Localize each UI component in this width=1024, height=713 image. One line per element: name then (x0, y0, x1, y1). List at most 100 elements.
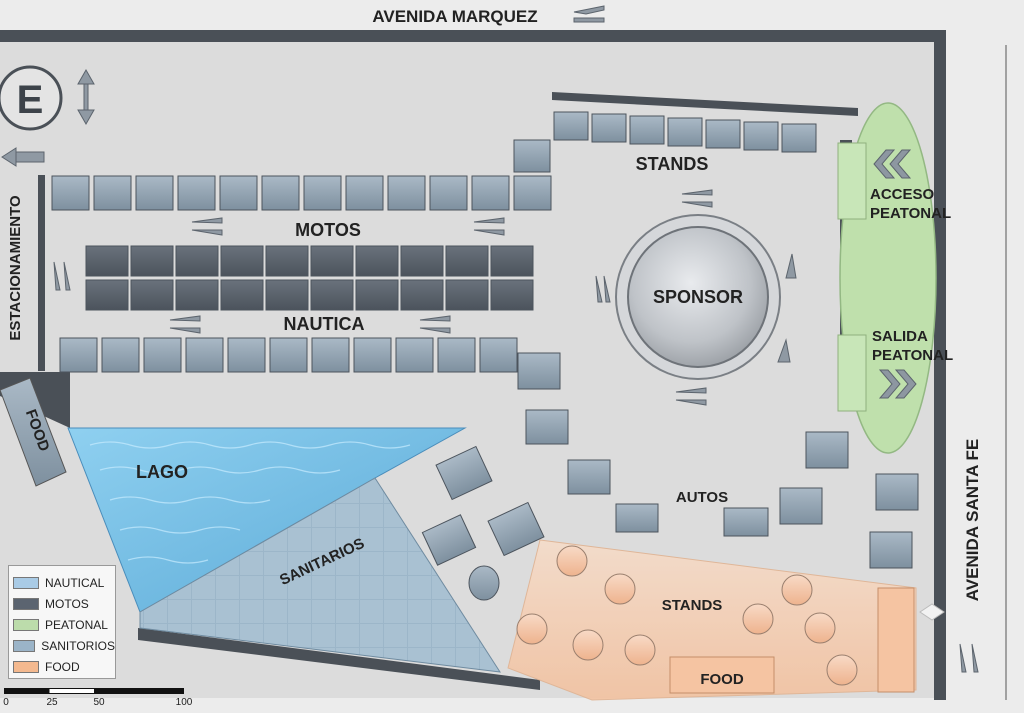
stands-upper-row (51, 175, 552, 211)
vertical-arrow-icon (53, 261, 71, 291)
stand-box (177, 175, 216, 211)
stand-box (553, 111, 589, 141)
scale-bar: 0 25 50 100 (3, 688, 192, 710)
parking-label: ESTACIONAMIENTO (7, 195, 24, 341)
flow-arrows (1, 5, 979, 673)
stand-box (311, 337, 350, 373)
food-table (556, 545, 588, 577)
acceso-label-line2: PEATONAL (870, 205, 951, 222)
scale-label-50: 50 (93, 697, 105, 708)
legend-swatch (13, 597, 39, 610)
vertical-arrow-icon (77, 68, 95, 126)
food-table (624, 634, 656, 666)
stand-box (479, 337, 518, 373)
food-table (804, 612, 836, 644)
food-table (742, 603, 774, 635)
stands-nautica-row (59, 337, 561, 390)
food-table (826, 654, 858, 686)
stand-box (517, 352, 561, 390)
stand-box (310, 279, 354, 311)
lake-label: LAGO (136, 462, 188, 482)
round-stand (468, 565, 500, 601)
food-table (604, 573, 636, 605)
legend-label: FOOD (45, 659, 80, 674)
scale-label-100: 100 (175, 697, 193, 708)
nautica-arrow-icon (169, 315, 201, 334)
food-kiosk-left (0, 377, 67, 487)
map-legend: NAUTICAL MOTOS PEATONAL SANITORIOS FOOD (8, 565, 116, 679)
stand-box (185, 337, 224, 373)
stand-box (51, 175, 90, 211)
stand-box (345, 175, 384, 211)
legend-label: MOTOS (45, 596, 89, 611)
stand-box (421, 514, 477, 566)
scale-label-0: 0 (3, 697, 9, 708)
stand-box (490, 279, 534, 311)
stand-box (667, 117, 703, 147)
legend-label: PEATONAL (45, 617, 108, 632)
lake-ripples (89, 441, 411, 564)
stand-box (220, 279, 264, 311)
scale-bar-graphic (4, 688, 184, 694)
stand-box (85, 279, 129, 311)
nautica-arrow-icon (419, 315, 451, 334)
traffic-arrow-icon (573, 5, 605, 23)
stand-box (130, 279, 174, 311)
stand-box (471, 175, 510, 211)
parking-sign: E (0, 65, 63, 131)
stand-box (93, 175, 132, 211)
stand-box (723, 507, 769, 537)
food-table (572, 629, 604, 661)
stand-box (705, 119, 741, 149)
entry-chevron-icon (873, 149, 912, 179)
legend-item-motos: MOTOS (9, 593, 115, 614)
stand-box (130, 245, 174, 277)
stands-top-label: STANDS (636, 154, 709, 174)
stand-box (355, 245, 399, 277)
stand-box (435, 445, 493, 501)
legend-item-sanitorios: SANITORIOS (9, 635, 115, 656)
stand-box (400, 245, 444, 277)
autos-label: AUTOS (676, 489, 728, 506)
stand-box (387, 175, 426, 211)
moto-arrow-icon (191, 217, 223, 236)
street-arrow-icon (919, 603, 945, 621)
legend-item-peatonal: PEATONAL (9, 614, 115, 635)
acceso-label-line1: ACCESO (870, 186, 935, 203)
stand-box (513, 175, 552, 211)
stand-box (395, 337, 434, 373)
exit-chevron-icon (878, 369, 917, 399)
street-label-east: AVENIDA SANTA FE (963, 439, 982, 601)
salida-label-line2: PEATONAL (872, 347, 953, 364)
stand-box (269, 337, 308, 373)
legend-swatch (13, 618, 39, 631)
stand-box (175, 279, 219, 311)
street-arrow-icon (959, 643, 979, 673)
stand-box (437, 337, 476, 373)
stand-box (143, 337, 182, 373)
stand-box (875, 473, 919, 511)
sponsor-arrow-icon (785, 253, 797, 279)
stand-box (743, 121, 779, 151)
stand-box (261, 175, 300, 211)
legend-item-nautical: NAUTICAL (9, 572, 115, 593)
stand-box (220, 245, 264, 277)
sponsor-arrow-icon (777, 338, 791, 363)
scale-label-25: 25 (46, 697, 58, 708)
legend-swatch (13, 639, 36, 652)
sponsor-label: SPONSOR (653, 287, 743, 307)
stand-box (781, 123, 817, 153)
stand-box (59, 337, 98, 373)
sponsor-stage (615, 214, 781, 380)
food-table (516, 613, 548, 645)
motos-block (85, 245, 534, 311)
stand-box (265, 279, 309, 311)
stand-box (85, 245, 129, 277)
stand-box (219, 175, 258, 211)
pedestrian-zone (837, 102, 937, 454)
stand-box (591, 113, 627, 143)
stand-box (445, 279, 489, 311)
stand-box (101, 337, 140, 373)
stand-box (615, 503, 659, 533)
